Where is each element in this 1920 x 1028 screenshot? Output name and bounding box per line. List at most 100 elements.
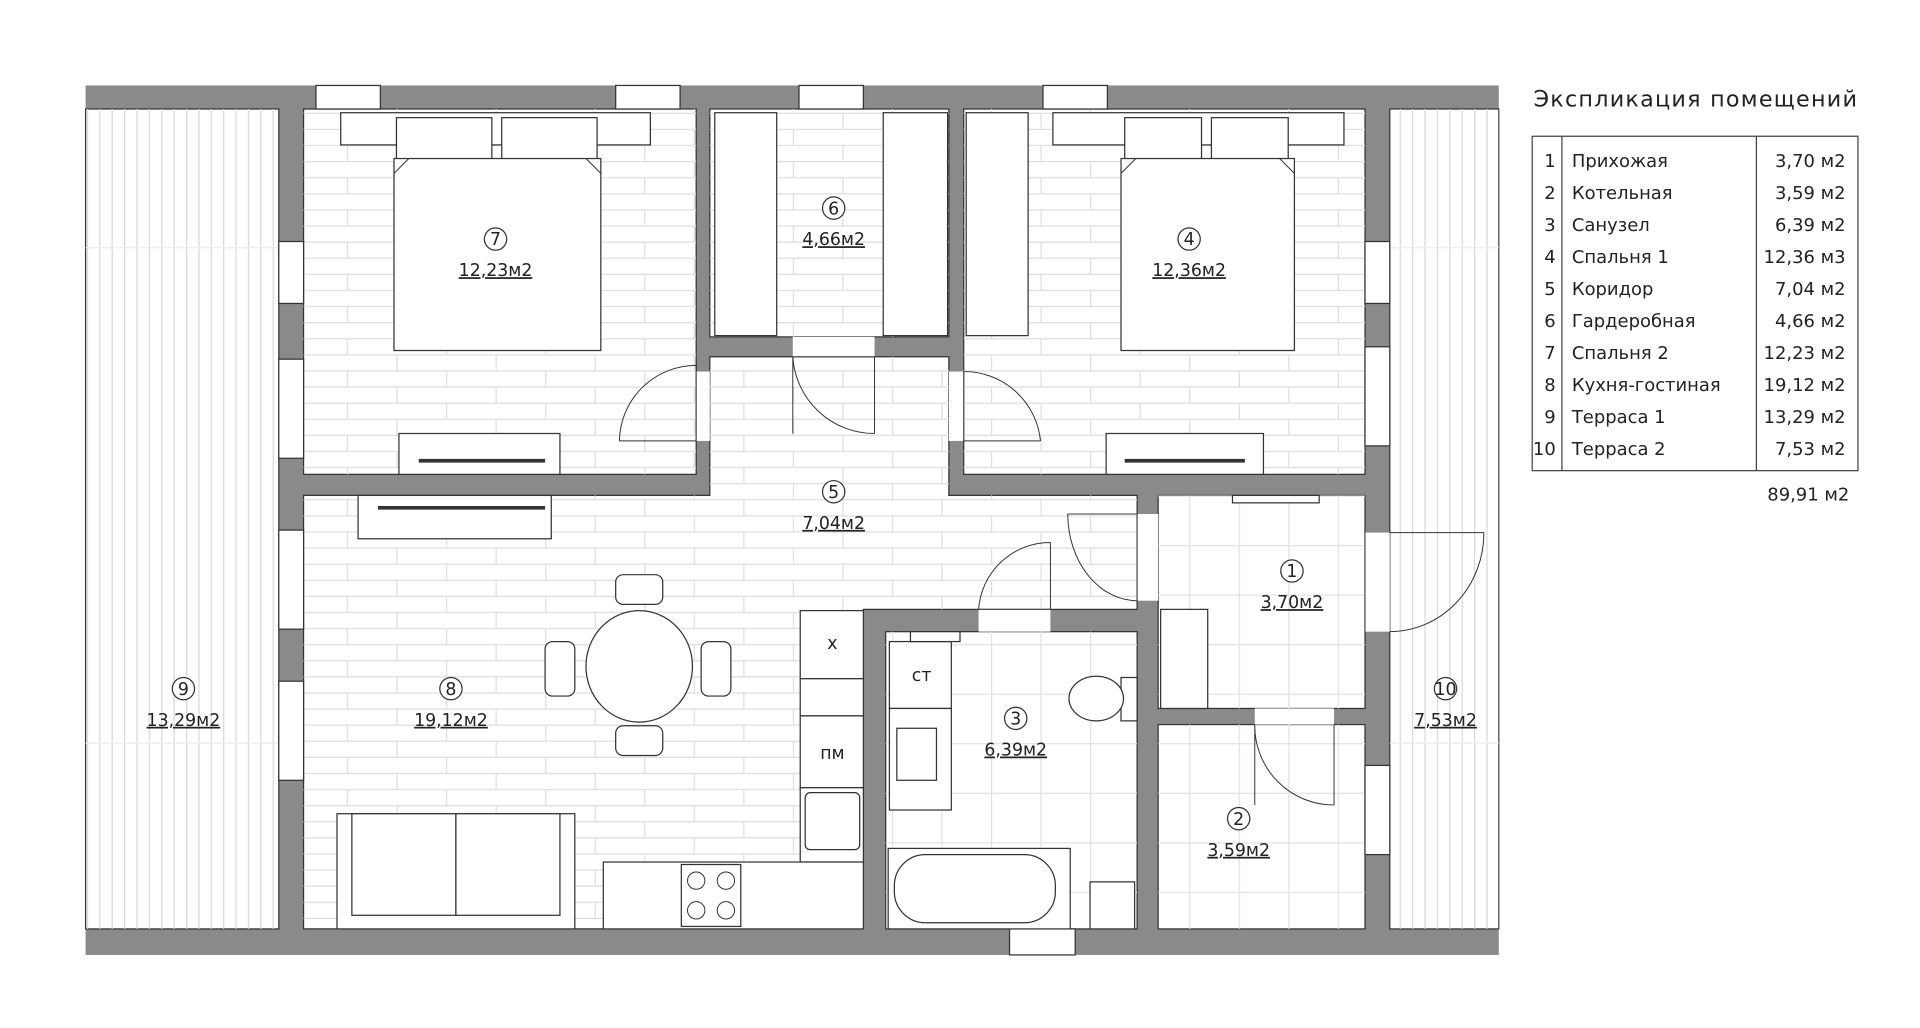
row-name: Гардеробная xyxy=(1572,311,1696,332)
row-area: 12,36 м3 xyxy=(1764,247,1846,268)
room-number: 3 xyxy=(1010,710,1021,730)
room-area: 4,66м2 xyxy=(802,230,865,250)
row-name: Терраса 1 xyxy=(1571,407,1666,428)
room-label-9: 9 13,29м2 xyxy=(147,676,221,731)
washer-label: ст xyxy=(912,666,932,686)
room-number-circle xyxy=(1280,559,1304,583)
explication-row: 6 Гардеробная 4,66 м2 xyxy=(1544,311,1845,332)
room-label-4: 4 12,36м2 xyxy=(1152,227,1226,281)
room-number-circle xyxy=(821,196,846,220)
room-number: 6 xyxy=(828,199,839,219)
row-number: 9 xyxy=(1544,407,1555,428)
row-name: Спальня 2 xyxy=(1572,343,1669,364)
row-area: 6,39 м2 xyxy=(1775,215,1846,236)
explication-row: 8 Кухня-гостиная 19,12 м2 xyxy=(1544,375,1845,396)
room-number: 10 xyxy=(1434,680,1456,700)
sofa xyxy=(336,813,576,930)
row-number: 1 xyxy=(1544,151,1555,172)
row-number: 7 xyxy=(1544,343,1555,364)
room-label-7: 7 12,23м2 xyxy=(459,227,533,281)
room-number: 7 xyxy=(490,230,501,250)
explication-row: 9 Терраса 1 13,29 м2 xyxy=(1544,407,1845,428)
room-label-6: 6 4,66м2 xyxy=(802,196,865,250)
room-area: 12,36м2 xyxy=(1152,261,1226,281)
windows xyxy=(278,84,1391,956)
room-label-8: 8 19,12м2 xyxy=(414,676,488,731)
room-label-3: 3 6,39м2 xyxy=(984,706,1047,761)
row-name: Кухня-гостиная xyxy=(1572,375,1721,396)
room-area: 3,59м2 xyxy=(1207,841,1270,861)
room-number: 2 xyxy=(1233,810,1244,830)
tv-stands xyxy=(357,432,1265,540)
room-area: 7,53м2 xyxy=(1414,711,1477,731)
row-name: Коридор xyxy=(1572,279,1654,300)
room-number: 4 xyxy=(1184,230,1195,250)
room-number-circle xyxy=(483,227,508,251)
room-area: 7,04м2 xyxy=(802,514,865,534)
explication-row: 4 Спальня 1 12,36 м3 xyxy=(1544,247,1845,268)
bathroom-fixtures: ст xyxy=(887,631,1138,930)
bed-room-7 xyxy=(340,112,651,352)
row-number: 10 xyxy=(1533,439,1556,460)
room-area: 19,12м2 xyxy=(414,711,488,731)
row-name: Санузел xyxy=(1572,215,1650,236)
row-number: 3 xyxy=(1544,215,1555,236)
room-area: 13,29м2 xyxy=(147,711,221,731)
dining-table xyxy=(544,574,732,757)
hallway-furniture xyxy=(1160,494,1320,710)
explication-row: 7 Спальня 2 12,23 м2 xyxy=(1544,343,1845,364)
room-number-circle xyxy=(1003,706,1028,731)
row-number: 6 xyxy=(1544,311,1555,332)
explication-row: 10 Терраса 2 7,53 м2 xyxy=(1533,439,1846,460)
room-area: 6,39м2 xyxy=(984,741,1047,761)
row-area: 19,12 м2 xyxy=(1764,375,1846,396)
room-area: 3,70м2 xyxy=(1261,593,1324,613)
bed-room-4 xyxy=(1052,112,1345,352)
room-number-circle xyxy=(1177,227,1201,251)
explication-row: 2 Котельная 3,59 м2 xyxy=(1544,183,1845,204)
kitchen: х пм xyxy=(602,609,865,930)
row-area: 13,29 м2 xyxy=(1764,407,1846,428)
row-number: 8 xyxy=(1544,375,1555,396)
row-name: Котельная xyxy=(1572,183,1673,204)
explication-total: 89,91 м2 xyxy=(1767,484,1849,505)
room-number-circle xyxy=(821,479,846,504)
room-number: 8 xyxy=(445,680,456,700)
room-number: 1 xyxy=(1286,562,1297,582)
row-name: Терраса 2 xyxy=(1571,439,1666,460)
row-name: Прихожая xyxy=(1572,151,1668,172)
room-number-circle xyxy=(1226,806,1251,831)
room-number-circle xyxy=(1433,676,1458,701)
explication-row: 5 Коридор 7,04 м2 xyxy=(1544,279,1845,300)
row-area: 7,53 м2 xyxy=(1775,439,1846,460)
room-area: 12,23м2 xyxy=(459,261,533,281)
dishwasher-label: пм xyxy=(820,744,844,764)
room-number-circle xyxy=(439,676,463,701)
row-number: 4 xyxy=(1544,247,1555,268)
room-number: 9 xyxy=(178,680,189,700)
row-area: 12,23 м2 xyxy=(1764,343,1846,364)
room-label-10: 10 7,53м2 xyxy=(1414,676,1477,731)
room-label-2: 2 3,59м2 xyxy=(1207,806,1270,861)
row-name: Спальня 1 xyxy=(1572,247,1669,268)
terrace-9 xyxy=(84,108,280,930)
row-number: 2 xyxy=(1544,183,1555,204)
room-labels: 7 12,23м2 6 4,66м2 4 12,36м2 5 7,04м2 1 3,70м2 3 6,… xyxy=(147,196,1477,861)
row-area: 3,70 м2 xyxy=(1775,151,1846,172)
wardrobes xyxy=(714,112,1029,337)
terrace-10 xyxy=(1389,108,1500,930)
row-area: 7,04 м2 xyxy=(1775,279,1846,300)
room-number: 5 xyxy=(828,483,839,503)
doors[interactable] xyxy=(618,336,1485,806)
room-label-5: 5 7,04м2 xyxy=(802,479,865,534)
row-number: 5 xyxy=(1544,279,1555,300)
explication-row: 1 Прихожая 3,70 м2 xyxy=(1544,151,1845,172)
explication-title: Экспликация помещений xyxy=(1533,87,1858,113)
row-area: 4,66 м2 xyxy=(1775,311,1846,332)
fridge-label: х xyxy=(827,634,837,654)
room-number-circle xyxy=(171,676,196,701)
room-label-1: 1 3,70м2 xyxy=(1261,559,1324,613)
row-area: 3,59 м2 xyxy=(1775,183,1846,204)
